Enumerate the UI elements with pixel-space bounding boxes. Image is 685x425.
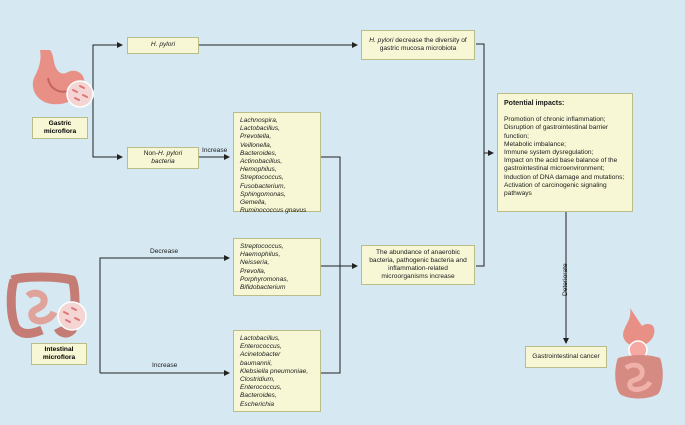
gastrointestinal-cancer-illustration — [615, 308, 663, 399]
effect-hp: H. pylori — [369, 36, 394, 44]
impact-item: Promotion of chronic inflammation; — [504, 116, 606, 124]
bacteria-item: Neisseria, — [240, 259, 270, 267]
list-merge-line — [321, 156, 341, 374]
non-h-pylori-box: Non-H. pylori bacteria — [127, 147, 199, 169]
bacteria-item: Gemella, — [240, 199, 267, 207]
abundance-box: The abundance of anaerobic bacteria, pat… — [361, 245, 475, 285]
bacteria-item: Prevotella, — [240, 133, 272, 141]
potential-impacts-box: Potential impacts: Promotion of chronic … — [497, 93, 633, 212]
stomach-illustration — [32, 50, 94, 108]
decrease-label-intestinal: Decrease — [150, 248, 179, 255]
bacteria-item: Lactobacillus, — [240, 335, 280, 342]
bacteria-item: Enterococcus, — [240, 343, 282, 351]
impact-item: Induction of DNA damage and mutations; — [504, 173, 625, 181]
bacteria-item: Haemophilus, — [240, 251, 281, 259]
bacteria-item: Bacteroides, — [240, 149, 277, 157]
h-pylori-effect-box: H. pylori decrease the diversity of gast… — [361, 30, 475, 60]
nonhp-suffix: bacteria — [151, 158, 175, 165]
non-h-pylori-bacteria-list: Lachnospira,Lactobacillus,Prevotella,Vei… — [233, 112, 321, 215]
bacteria-item: Lachnospira, — [240, 117, 278, 124]
impact-item: Metabolic imbalance; — [504, 140, 566, 148]
increased-bacteria-list: Lactobacillus,Enterococcus,Acinetobacter… — [233, 330, 321, 412]
h-pylori-box: H. pylori — [127, 37, 199, 54]
bacteria-item: Hemophilus, — [240, 166, 277, 174]
bacteria-item: Porphyromonas, — [240, 275, 289, 283]
gastric-microflora-tag: Gastric microflora — [32, 117, 88, 139]
bacteria-item: Lactobacillus, — [240, 125, 280, 133]
bacteria-item: Streptococcus, — [240, 243, 284, 250]
increase-label-gastric: Increase — [202, 147, 228, 154]
bacteria-item: Bifidobacterium — [240, 284, 286, 292]
nonhp-hp: H. pylori — [158, 149, 183, 157]
bacteria-item: Klebsiella pneumoniae, — [240, 367, 309, 375]
bacteria-item: Veillonella, — [240, 141, 272, 149]
gastric-branch-line-lower — [92, 100, 123, 160]
impact-item: Immune system dysregulation; — [504, 149, 594, 157]
bacteria-item: Enterococcus, — [240, 384, 282, 392]
impact-item: Disruption of gastrointestinal barrier f… — [504, 124, 609, 140]
intestine-illustration — [6, 272, 87, 338]
decreased-bacteria-list: Streptococcus,Haemophilus,Neisseria,Prev… — [233, 238, 321, 296]
nonhp-prefix: Non- — [143, 149, 159, 157]
bacteria-item: Ruminococcus gnavus — [240, 207, 307, 215]
bacteria-item: Prevolla, — [240, 267, 266, 275]
bacteria-item: Clostridium, — [240, 376, 275, 384]
impact-item: Impact on the acid base balance of the g… — [504, 157, 618, 173]
increase-label-intestinal: Increase — [152, 362, 178, 369]
impacts-bracket — [476, 43, 485, 267]
gastric-branch-line — [92, 42, 123, 100]
impacts-list: Promotion of chronic inflammation;Disrup… — [504, 116, 626, 198]
bacteria-item: Streptococcus, — [240, 174, 284, 182]
bacteria-item: Escherichia — [240, 400, 275, 408]
bacteria-item: Actinobacillus, — [240, 158, 283, 166]
bacteria-item: Sphingomonas, — [240, 190, 286, 198]
bacteria-item: Acinetobacter baumannii, — [240, 351, 281, 367]
impact-item: Activation of carcinogenic signaling pat… — [504, 181, 607, 198]
bacteria-item: Fusobacterium, — [240, 182, 286, 190]
bacteria-item: Bacteroides, — [240, 392, 277, 400]
gastrointestinal-cancer-box: Gastrointestinal cancer — [525, 346, 607, 368]
intestinal-microflora-tag: Intestinal microflora — [31, 343, 87, 365]
intestinal-branch-line — [99, 255, 230, 373]
deteriorate-label: Deteriorate — [562, 263, 569, 296]
impacts-title: Potential impacts: — [504, 100, 565, 107]
effect-text: decrease the diversity of gastric mucosa… — [379, 36, 467, 52]
